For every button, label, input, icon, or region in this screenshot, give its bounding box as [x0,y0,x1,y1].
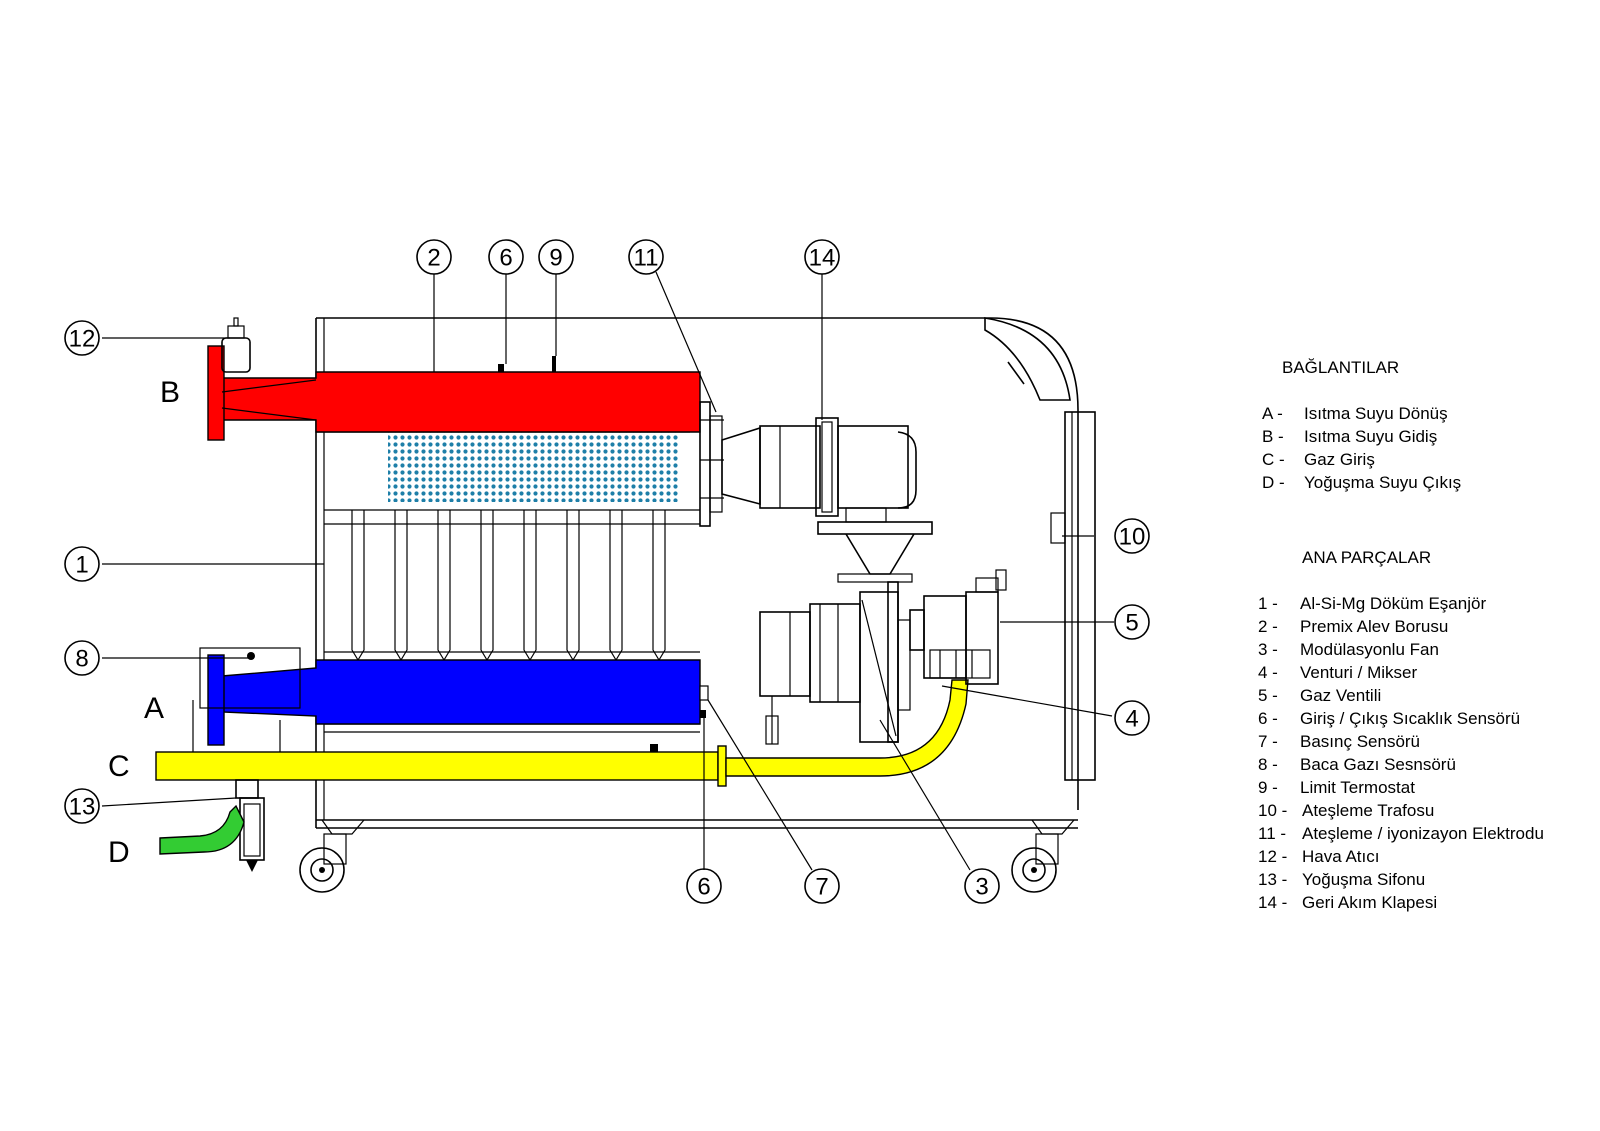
condensate-drain-pipe [159,804,245,855]
connection-item-b: B -Isıtma Suyu Gidiş [1262,427,1438,446]
air-vent [221,317,251,373]
part-item-3: 3 -Modülasyonlu Fan [1258,640,1439,659]
callout-6-bottom: 6 [686,868,722,904]
pressure-sensor [699,685,709,701]
svg-text:7: 7 [815,874,828,901]
svg-text:9: 9 [549,245,562,272]
gas-pipe [155,679,969,787]
leader-lines [101,271,1114,871]
connection-letter-d: D [108,836,130,869]
burner-surface [388,432,680,502]
callout-13: 13 [64,788,100,824]
exchanger-fin [523,510,537,662]
callout-6-top: 6 [488,239,524,275]
exchanger-fin [480,510,494,662]
part-item-10: 10 -Ateşleme Trafosu [1258,801,1435,820]
connection-letter-c: C [108,750,130,783]
svg-text:13: 13 [69,794,96,821]
callout-7: 7 [804,868,840,904]
part-item-5: 5 -Gaz Ventili [1258,686,1382,705]
callout-5: 5 [1114,604,1150,640]
callout-11: 11 [628,239,664,275]
condensate-trap [235,779,265,872]
limit-thermostat [552,356,556,372]
svg-text:4: 4 [1125,706,1138,733]
exchanger-fin [394,510,408,662]
part-item-14: 14 -Geri Akım Klapesi [1258,893,1438,912]
part-item-7: 7 -Basınç Sensörü [1258,732,1421,751]
part-item-4: 4 -Venturi / Mikser [1258,663,1418,682]
temperature-sensor-bottom [700,710,706,718]
callout-12: 12 [64,320,100,356]
svg-text:6: 6 [697,874,710,901]
main-parts-title: ANA PARÇALAR [1302,548,1432,567]
connection-item-a: A -Isıtma Suyu Dönüş [1262,404,1448,423]
svg-text:1: 1 [75,552,88,579]
callout-10: 10 [1114,518,1150,554]
part-item-11: 11 -Ateşleme / iyonizayon Elektrodu [1258,824,1544,843]
callout-9: 9 [538,239,574,275]
part-item-8: 8 -Baca Gazı Sesnsörü [1258,755,1456,774]
exchanger-fin [351,510,365,662]
burner-flange [699,401,724,527]
exchanger-fin [609,510,623,662]
callout-8: 8 [64,640,100,676]
connection-letter-a: A [144,692,164,725]
svg-text:14: 14 [809,245,836,272]
callout-3: 3 [964,868,1000,904]
part-item-9: 9 -Limit Termostat [1258,778,1415,797]
rear-wheel [1011,819,1075,893]
part-item-2: 2 -Premix Alev Borusu [1258,617,1449,636]
callout-1: 1 [64,546,100,582]
svg-text:10: 10 [1119,524,1146,551]
part-item-13: 13 -Yoğuşma Sifonu [1258,870,1426,889]
front-wheel [299,819,365,893]
exchanger-fin [652,510,666,662]
callout-4: 4 [1114,700,1150,736]
svg-text:12: 12 [69,326,96,353]
temperature-sensor-top [498,364,504,372]
part-item-1: 1 -Al-Si-Mg Döküm Eşanjör [1258,594,1487,613]
non-return-valve-assembly [721,417,933,583]
exchanger-fin [566,510,580,662]
svg-text:11: 11 [634,245,659,272]
flue-gas-sensor [192,647,301,760]
supply-pipe [207,345,701,441]
connection-letter-b: B [160,376,180,409]
connection-item-d: D -Yoğuşma Suyu Çıkış [1262,473,1462,492]
svg-text:5: 5 [1125,610,1138,637]
part-item-12: 12 -Hava Atıcı [1258,847,1380,866]
svg-text:6: 6 [499,245,512,272]
gas-valve [909,569,1007,685]
callout-2: 2 [416,239,452,275]
connections-title: BAĞLANTILAR [1282,358,1400,377]
return-pipe [207,654,701,746]
exchanger-fin [437,510,451,662]
part-item-6: 6 -Giriş / Çıkış Sıcaklık Sensörü [1258,709,1521,728]
modulating-fan [759,581,911,745]
svg-text:2: 2 [427,245,440,272]
connection-item-c: C -Gaz Giriş [1262,450,1375,469]
svg-text:3: 3 [975,874,988,901]
callout-14: 14 [804,239,840,275]
svg-text:8: 8 [75,646,88,673]
